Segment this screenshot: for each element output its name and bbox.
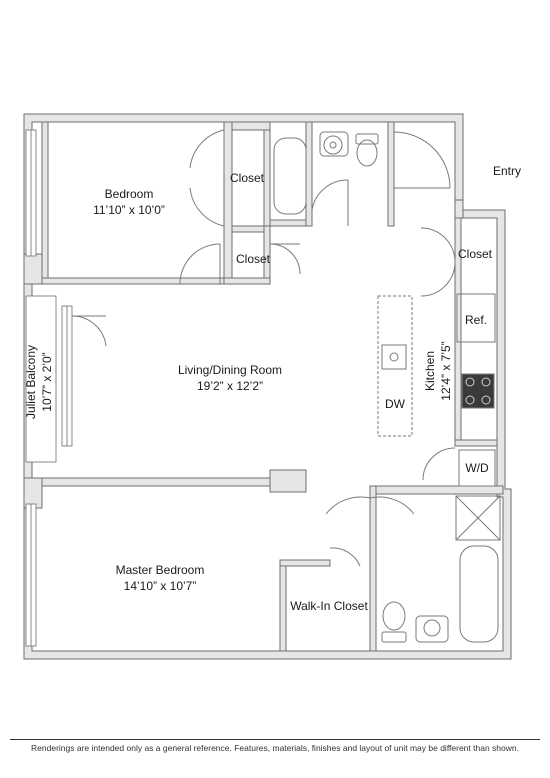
kitchen-sink <box>381 344 407 370</box>
refrigerator-name: Ref. <box>464 313 487 327</box>
walk-in-closet-name: Walk-In Closet <box>290 599 368 613</box>
dishwasher-name: DW <box>385 397 405 411</box>
cooktop <box>461 373 495 409</box>
kitchen-name: Kitchen <box>423 350 437 392</box>
closet-2-name: Closet <box>235 252 270 266</box>
master-bedroom-name: Master Bedroom <box>115 563 205 577</box>
shower <box>455 495 501 541</box>
closet-1-name: Closet <box>229 171 264 185</box>
entry-name: Entry <box>492 164 521 178</box>
cooktop-burners <box>465 377 491 405</box>
kitchen-label: Kitchen 12’4” x 7’5” <box>422 326 454 416</box>
entry-label: Entry <box>486 163 528 179</box>
sink-top <box>323 135 343 155</box>
master-bedroom-label: Master Bedroom 14’10” x 10’7” <box>100 562 220 594</box>
closet-label-2: Closet <box>230 251 276 267</box>
doors <box>71 129 456 567</box>
master-bedroom-size: 14’10” x 10’7” <box>123 579 197 593</box>
walk-in-closet-label: Walk-In Closet <box>284 598 374 614</box>
bathtub-top <box>273 137 307 215</box>
toilet-bottom <box>381 631 407 643</box>
footer-disclaimer: Renderings are intended only as a genera… <box>31 743 519 753</box>
refrigerator-box <box>456 293 496 343</box>
dishwasher-label: DW <box>378 396 412 412</box>
bathtub-bottom <box>459 545 499 643</box>
juliet-balcony-label: Juliet Balcony 10’7” x 2’0” <box>23 332 55 432</box>
living-dining-size: 19’2” x 12’2” <box>196 379 264 393</box>
outer-wall <box>23 113 512 660</box>
refrigerator-label: Ref. <box>457 312 495 328</box>
interior-walls <box>23 121 504 652</box>
living-dining-label: Living/Dining Room 19’2” x 12’2” <box>160 362 300 394</box>
bedroom-size: 11’10” x 10’0” <box>93 203 165 217</box>
closet-3-name: Closet <box>457 247 492 261</box>
fixtures <box>273 131 501 643</box>
footer-rule <box>10 739 540 740</box>
kitchen-counter <box>377 295 413 437</box>
bedroom-label: Bedroom 11’10” x 10’0” <box>84 186 174 218</box>
kitchen-size: 12’4” x 7’5” <box>439 341 453 401</box>
living-dining-name: Living/Dining Room <box>177 363 283 377</box>
closet-label-3: Closet <box>452 246 498 262</box>
washer-dryer-label: W/D <box>459 460 495 476</box>
juliet-balcony-size: 10’7” x 2’0” <box>40 352 54 412</box>
closet-label-1: Closet <box>224 170 270 186</box>
bedroom-name: Bedroom <box>104 187 154 201</box>
sink-bottom <box>415 615 449 643</box>
windows <box>25 129 73 647</box>
washer-dryer-name: W/D <box>465 461 489 475</box>
toilet-top <box>355 133 379 145</box>
washer-dryer-box <box>458 449 496 487</box>
juliet-balcony-name: Juliet Balcony <box>24 344 38 420</box>
